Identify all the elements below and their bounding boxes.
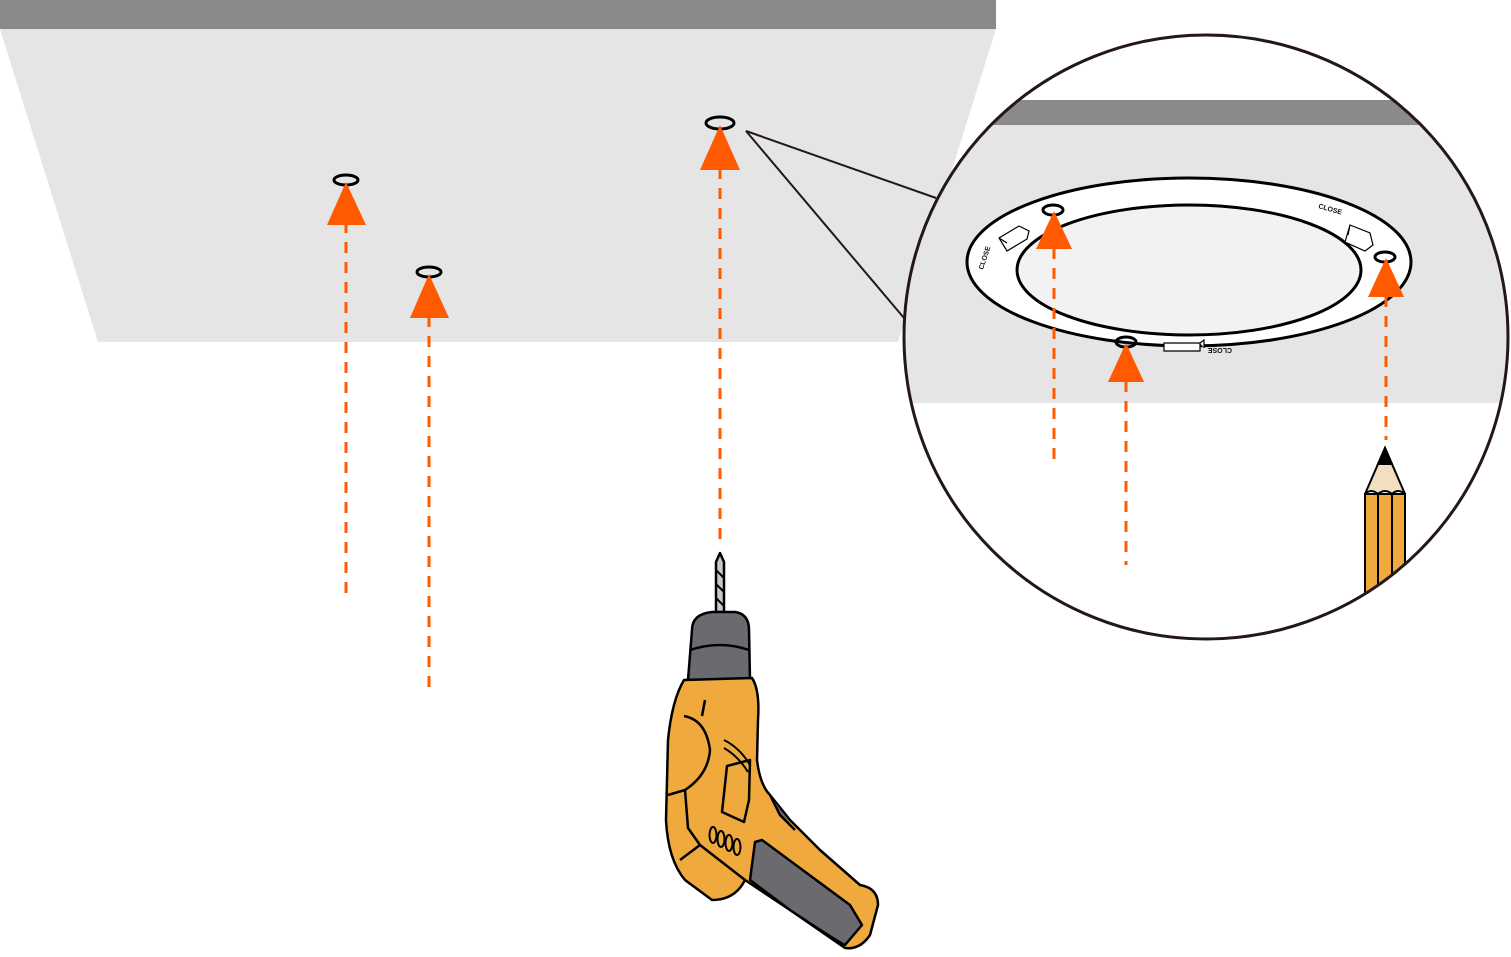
ceiling-surface (0, 29, 996, 342)
ceiling-edge-zoomed (980, 100, 1430, 125)
drill-markers (327, 115, 740, 692)
arrow-up-icon (1108, 343, 1144, 382)
magnified-view: CLOSE CLOSE CLOSE (902, 33, 1510, 641)
clip-icon (998, 225, 1030, 252)
ceiling (0, 0, 996, 342)
hole-marker-2 (410, 265, 449, 692)
ceiling-edge (0, 0, 996, 29)
clip-icon (1163, 338, 1205, 352)
drill-icon (664, 551, 880, 950)
callout-lines (745, 130, 937, 319)
magnifier-outline (902, 33, 1510, 641)
arrow-up-icon (1036, 211, 1072, 249)
close-label: CLOSE (1208, 346, 1232, 353)
hole-marker-1 (327, 173, 366, 600)
arrow-up-icon (327, 182, 366, 225)
clip-icon (1344, 224, 1374, 252)
arrow-up-icon (700, 125, 740, 170)
arrow-up-icon (1368, 258, 1404, 297)
drill-body (664, 676, 880, 950)
arrow-up-icon (410, 274, 449, 318)
hole-marker-3 (700, 115, 740, 545)
mounting-bracket: CLOSE CLOSE CLOSE (965, 176, 1413, 353)
drill-grip (748, 838, 864, 947)
